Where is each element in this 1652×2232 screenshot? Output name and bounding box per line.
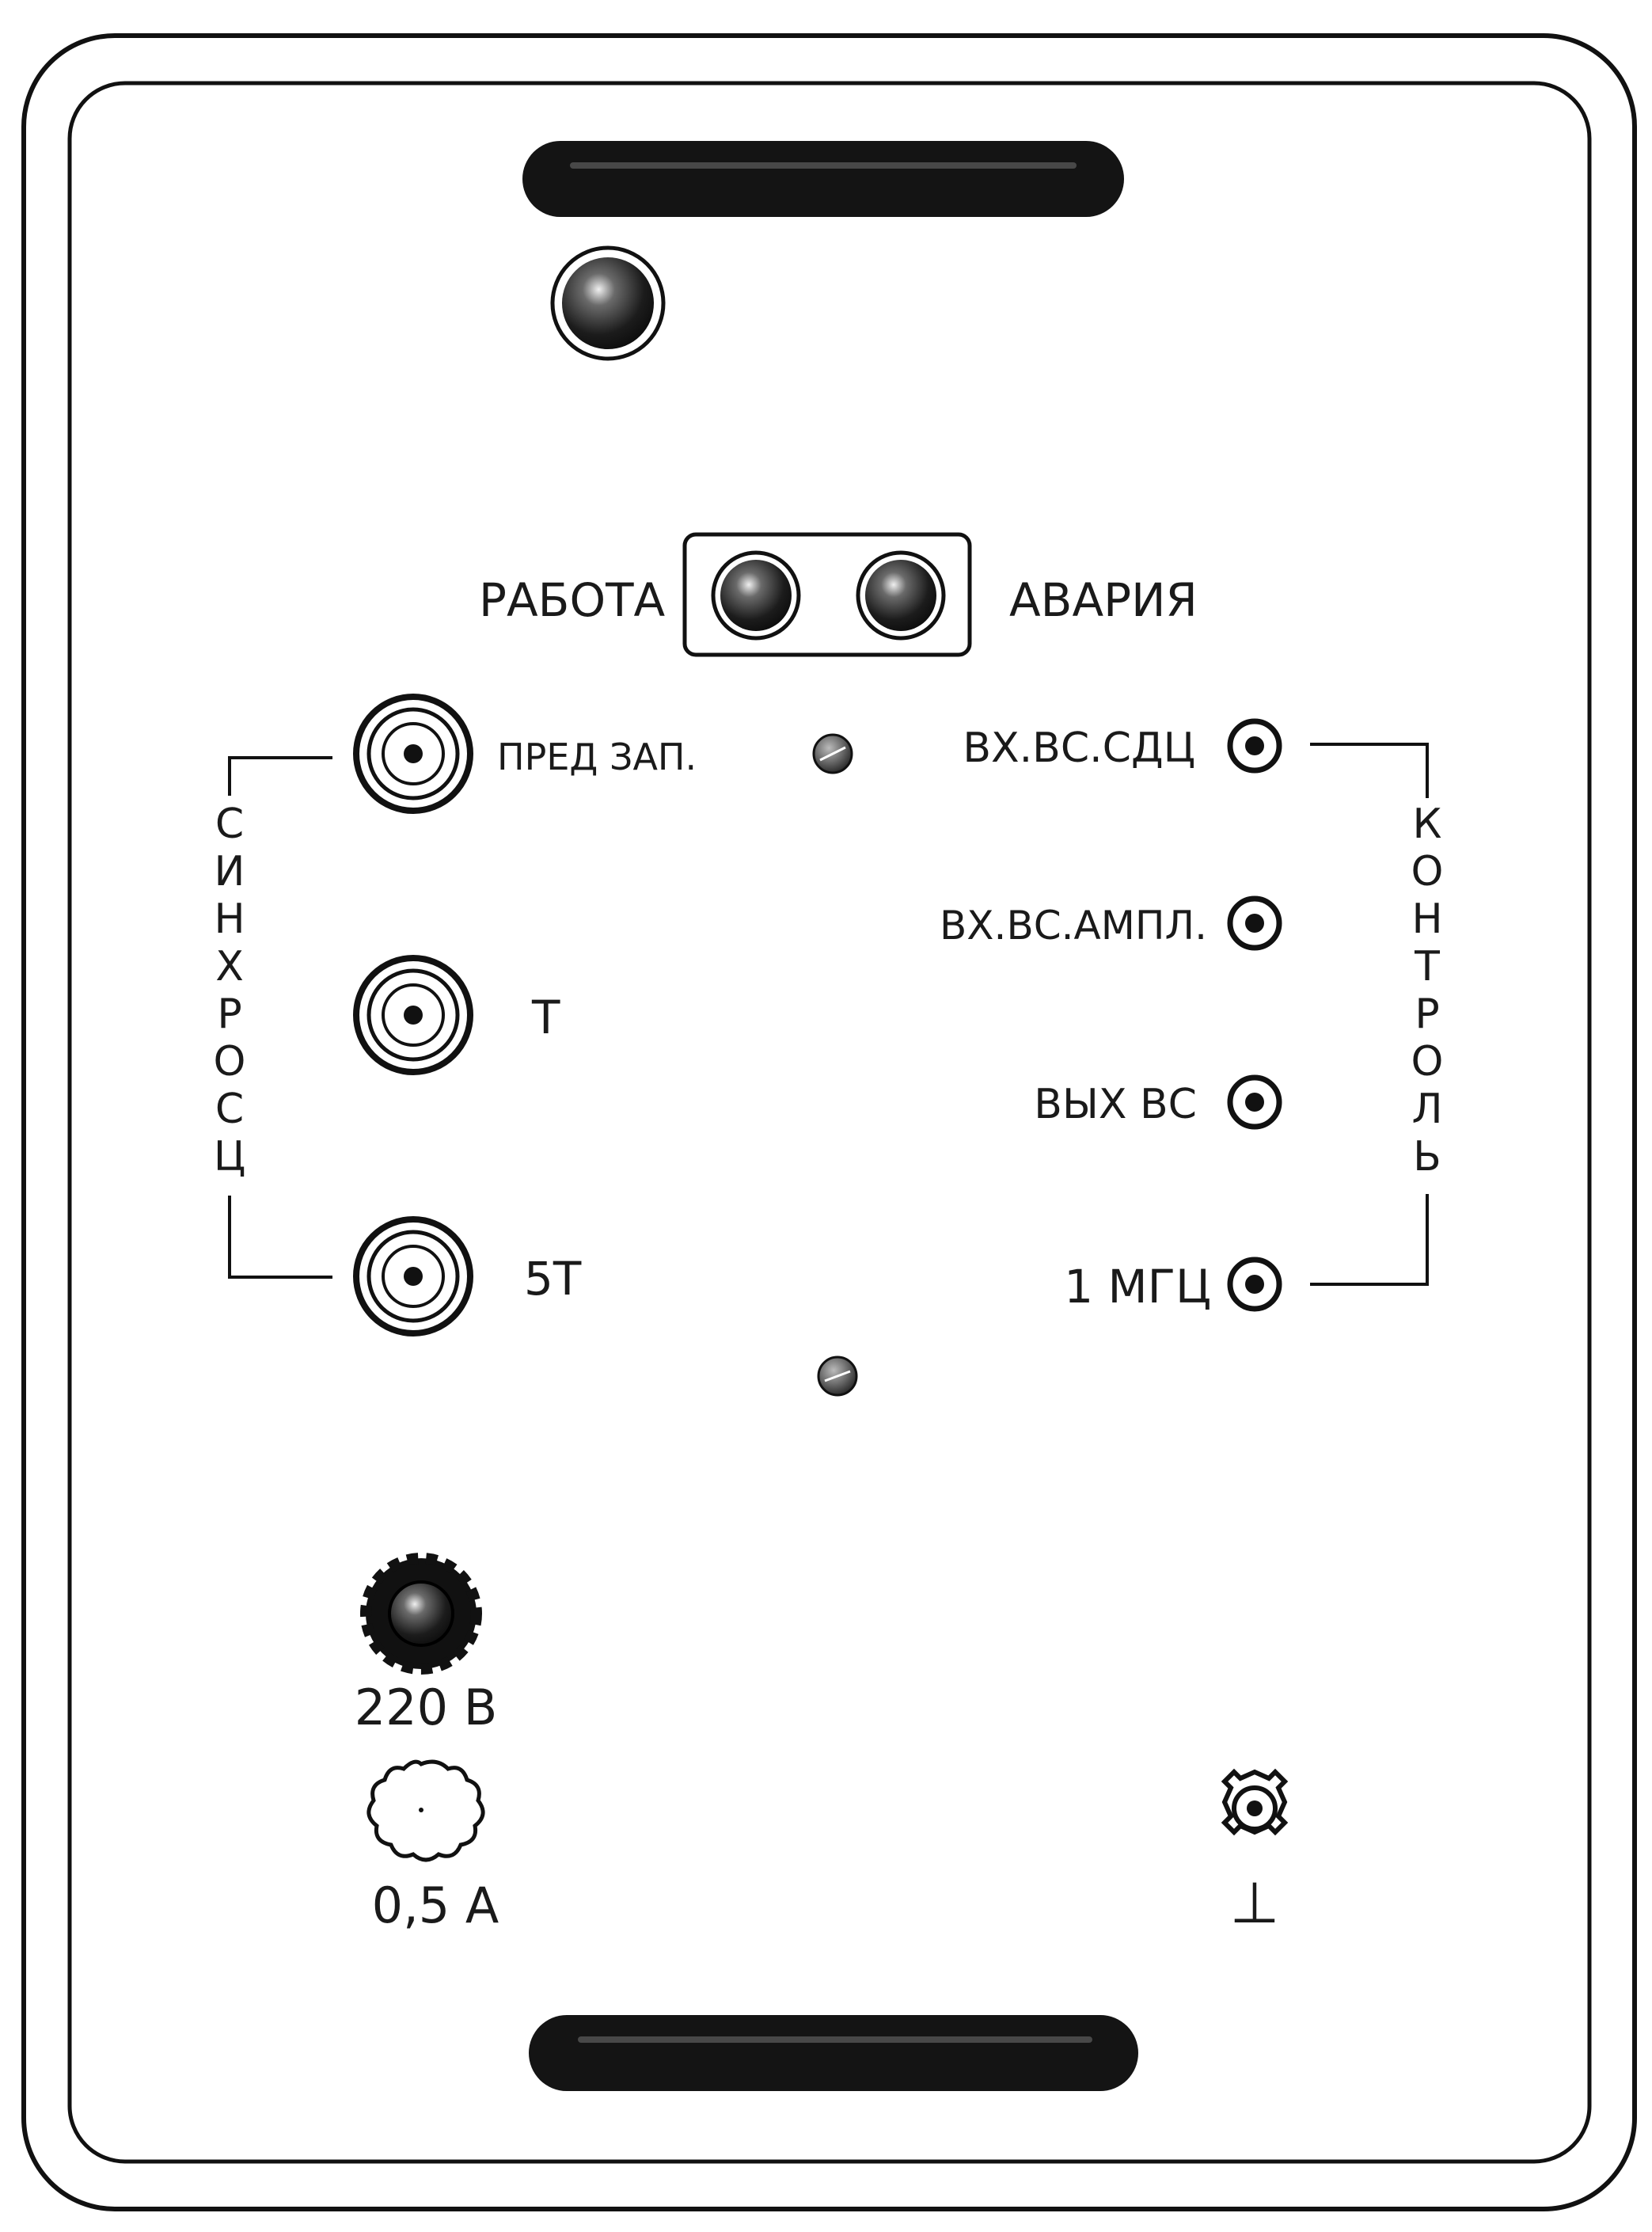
- control-title: К О Н Т Р О Л Ь: [1411, 800, 1444, 1181]
- top-handle-icon[interactable]: [522, 141, 1124, 217]
- label-vx-vs-sdc: ВХ.ВС.СДЦ: [963, 724, 1195, 772]
- control-letter: Ь: [1413, 1133, 1441, 1181]
- inner-frame: [67, 81, 1592, 2164]
- test-jack-ampl-icon[interactable]: [1227, 895, 1282, 951]
- control-letter: О: [1411, 848, 1444, 895]
- test-jack-1mhz-icon[interactable]: [1227, 1257, 1282, 1312]
- indicator-lamp-alarm-icon: [856, 550, 946, 641]
- coax-connector-pred-zap-icon[interactable]: [353, 694, 473, 814]
- indicator-frame: [682, 532, 972, 657]
- sync-letter: Р: [217, 991, 241, 1038]
- label-pred-zap: ПРЕД ЗАП.: [497, 736, 697, 778]
- screw-icon: [817, 1356, 858, 1397]
- test-jack-out-icon[interactable]: [1227, 1074, 1282, 1130]
- label-1-mhz: 1 МГЦ: [1064, 1260, 1211, 1314]
- control-letter: Н: [1411, 895, 1442, 943]
- label-fuse: 0,5 А: [372, 1876, 499, 1934]
- label-work: РАБОТА: [479, 573, 666, 627]
- bottom-handle-icon[interactable]: [529, 2015, 1138, 2091]
- sync-letter: Ц: [214, 1133, 245, 1181]
- sync-letter: О: [214, 1038, 246, 1086]
- pilot-lamp-icon[interactable]: [550, 245, 666, 361]
- label-t: Т: [531, 991, 560, 1044]
- control-bracket: [1310, 743, 1429, 1286]
- control-letter: Р: [1415, 991, 1439, 1038]
- screw-icon: [812, 733, 853, 774]
- label-vx-vs-ampl: ВХ.ВС.АМПЛ.: [940, 903, 1207, 949]
- sync-letter: С: [215, 1086, 244, 1133]
- control-letter: К: [1413, 800, 1442, 848]
- control-letter: О: [1411, 1038, 1444, 1086]
- ground-terminal-icon[interactable]: [1221, 1768, 1289, 1836]
- sync-letter: С: [215, 800, 244, 848]
- sync-letter: Н: [214, 895, 245, 943]
- label-alarm: АВАРИЯ: [1009, 573, 1198, 627]
- coax-connector-t-icon[interactable]: [353, 955, 473, 1075]
- fuse-holder-icon[interactable]: [366, 1759, 485, 1862]
- outer-frame: [21, 33, 1637, 2211]
- indicator-lamp-work-icon: [711, 550, 801, 641]
- coax-connector-5t-icon[interactable]: [353, 1216, 473, 1337]
- sync-bracket: [228, 756, 332, 1279]
- label-5t: 5Т: [524, 1252, 582, 1306]
- sync-letter: И: [215, 848, 245, 895]
- label-voltage: 220 В: [355, 1679, 498, 1736]
- sync-title: С И Н Х Р О С Ц: [214, 800, 246, 1181]
- power-connector-icon[interactable]: [360, 1553, 482, 1675]
- test-jack-sdc-icon[interactable]: [1227, 718, 1282, 774]
- control-letter: Л: [1411, 1086, 1442, 1133]
- sync-letter: Х: [215, 943, 244, 991]
- control-letter: Т: [1414, 943, 1440, 991]
- ground-symbol: ⊥: [1230, 1869, 1280, 1936]
- label-vyx-vs: ВЫХ ВС: [1034, 1081, 1197, 1128]
